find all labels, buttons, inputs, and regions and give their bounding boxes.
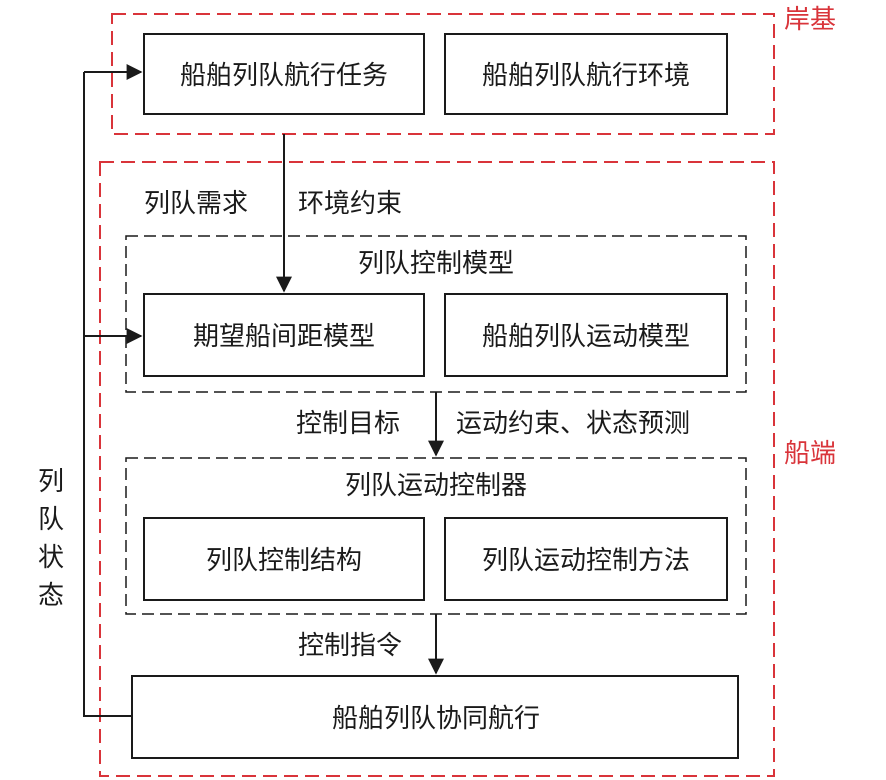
env-box <box>444 33 728 115</box>
ship-region-label: 船端 <box>784 439 836 469</box>
spacing-model-label: 期望船间距模型 <box>193 322 375 352</box>
control-command-label: 控制指令 <box>298 631 402 661</box>
motion-constraint-label: 运动约束、状态预测 <box>456 409 690 439</box>
env-constraint-label: 环境约束 <box>298 189 402 219</box>
control-structure-label: 列队控制结构 <box>206 546 362 576</box>
coop-nav-box <box>131 675 739 759</box>
formation-model-group-title: 列队控制模型 <box>358 249 514 279</box>
requirement-label: 列队需求 <box>144 189 248 219</box>
formation-state-char-2: 队 <box>38 505 64 535</box>
control-target-label: 控制目标 <box>296 409 400 439</box>
ship-region <box>99 161 775 777</box>
formation-state-char-4: 态 <box>38 581 64 611</box>
formation-state-char-1: 列 <box>38 467 64 497</box>
shore-region <box>111 13 775 135</box>
control-structure-box <box>143 517 425 601</box>
spacing-model-box <box>143 293 425 377</box>
motion-model-label: 船舶列队运动模型 <box>482 322 690 352</box>
control-method-box <box>444 517 728 601</box>
controller-group-title: 列队运动控制器 <box>345 471 527 501</box>
task-box-label: 船舶列队航行任务 <box>180 61 388 91</box>
task-box <box>143 33 425 115</box>
formation-state-char-3: 状 <box>38 543 64 573</box>
control-method-label: 列队运动控制方法 <box>482 546 690 576</box>
env-box-label: 船舶列队航行环境 <box>482 61 690 91</box>
coop-nav-label: 船舶列队协同航行 <box>332 704 540 734</box>
shore-region-label: 岸基 <box>784 5 836 35</box>
feedback-line <box>83 72 132 717</box>
motion-model-box <box>444 293 728 377</box>
